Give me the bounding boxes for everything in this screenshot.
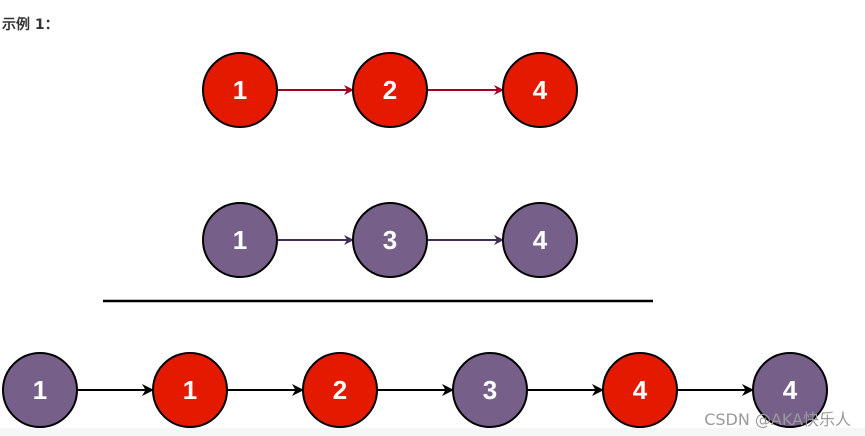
node-value: 2 [333,375,347,405]
example-heading: 示例 1： [2,17,59,33]
node-list1-2: 4 [502,52,578,128]
node-list2-2: 4 [502,202,578,278]
node-value: 2 [383,75,397,105]
node-merged-3: 3 [452,352,528,428]
node-circle [352,52,428,128]
node-value: 1 [33,375,47,405]
node-circle [502,52,578,128]
list-1: 1 2 4 [202,52,578,128]
node-list2-0: 1 [202,202,278,278]
node-merged-1: 1 [152,352,228,428]
node-value: 3 [383,225,397,255]
node-circle [452,352,528,428]
node-circle [202,52,278,128]
node-value: 3 [483,375,497,405]
node-circle [152,352,228,428]
node-value: 4 [533,75,548,105]
node-merged-2: 2 [302,352,378,428]
node-value: 1 [183,375,197,405]
node-merged-0: 1 [2,352,78,428]
bottom-strip [0,428,865,436]
node-value: 4 [533,225,548,255]
node-value: 4 [633,375,648,405]
merged-list: 1 1 2 3 4 4 [2,352,828,428]
node-list1-0: 1 [202,52,278,128]
node-circle [302,352,378,428]
node-merged-5: 4 [752,352,828,428]
node-circle [502,202,578,278]
node-list2-1: 3 [352,202,428,278]
list-2: 1 3 4 [202,202,578,278]
node-value: 1 [233,225,247,255]
node-value: 4 [783,375,798,405]
watermark: CSDN @AKA快乐人 [704,410,851,429]
node-circle [2,352,78,428]
node-circle [352,202,428,278]
node-circle [752,352,828,428]
node-value: 1 [233,75,247,105]
node-list1-1: 2 [352,52,428,128]
node-merged-4: 4 [602,352,678,428]
node-circle [202,202,278,278]
node-circle [602,352,678,428]
